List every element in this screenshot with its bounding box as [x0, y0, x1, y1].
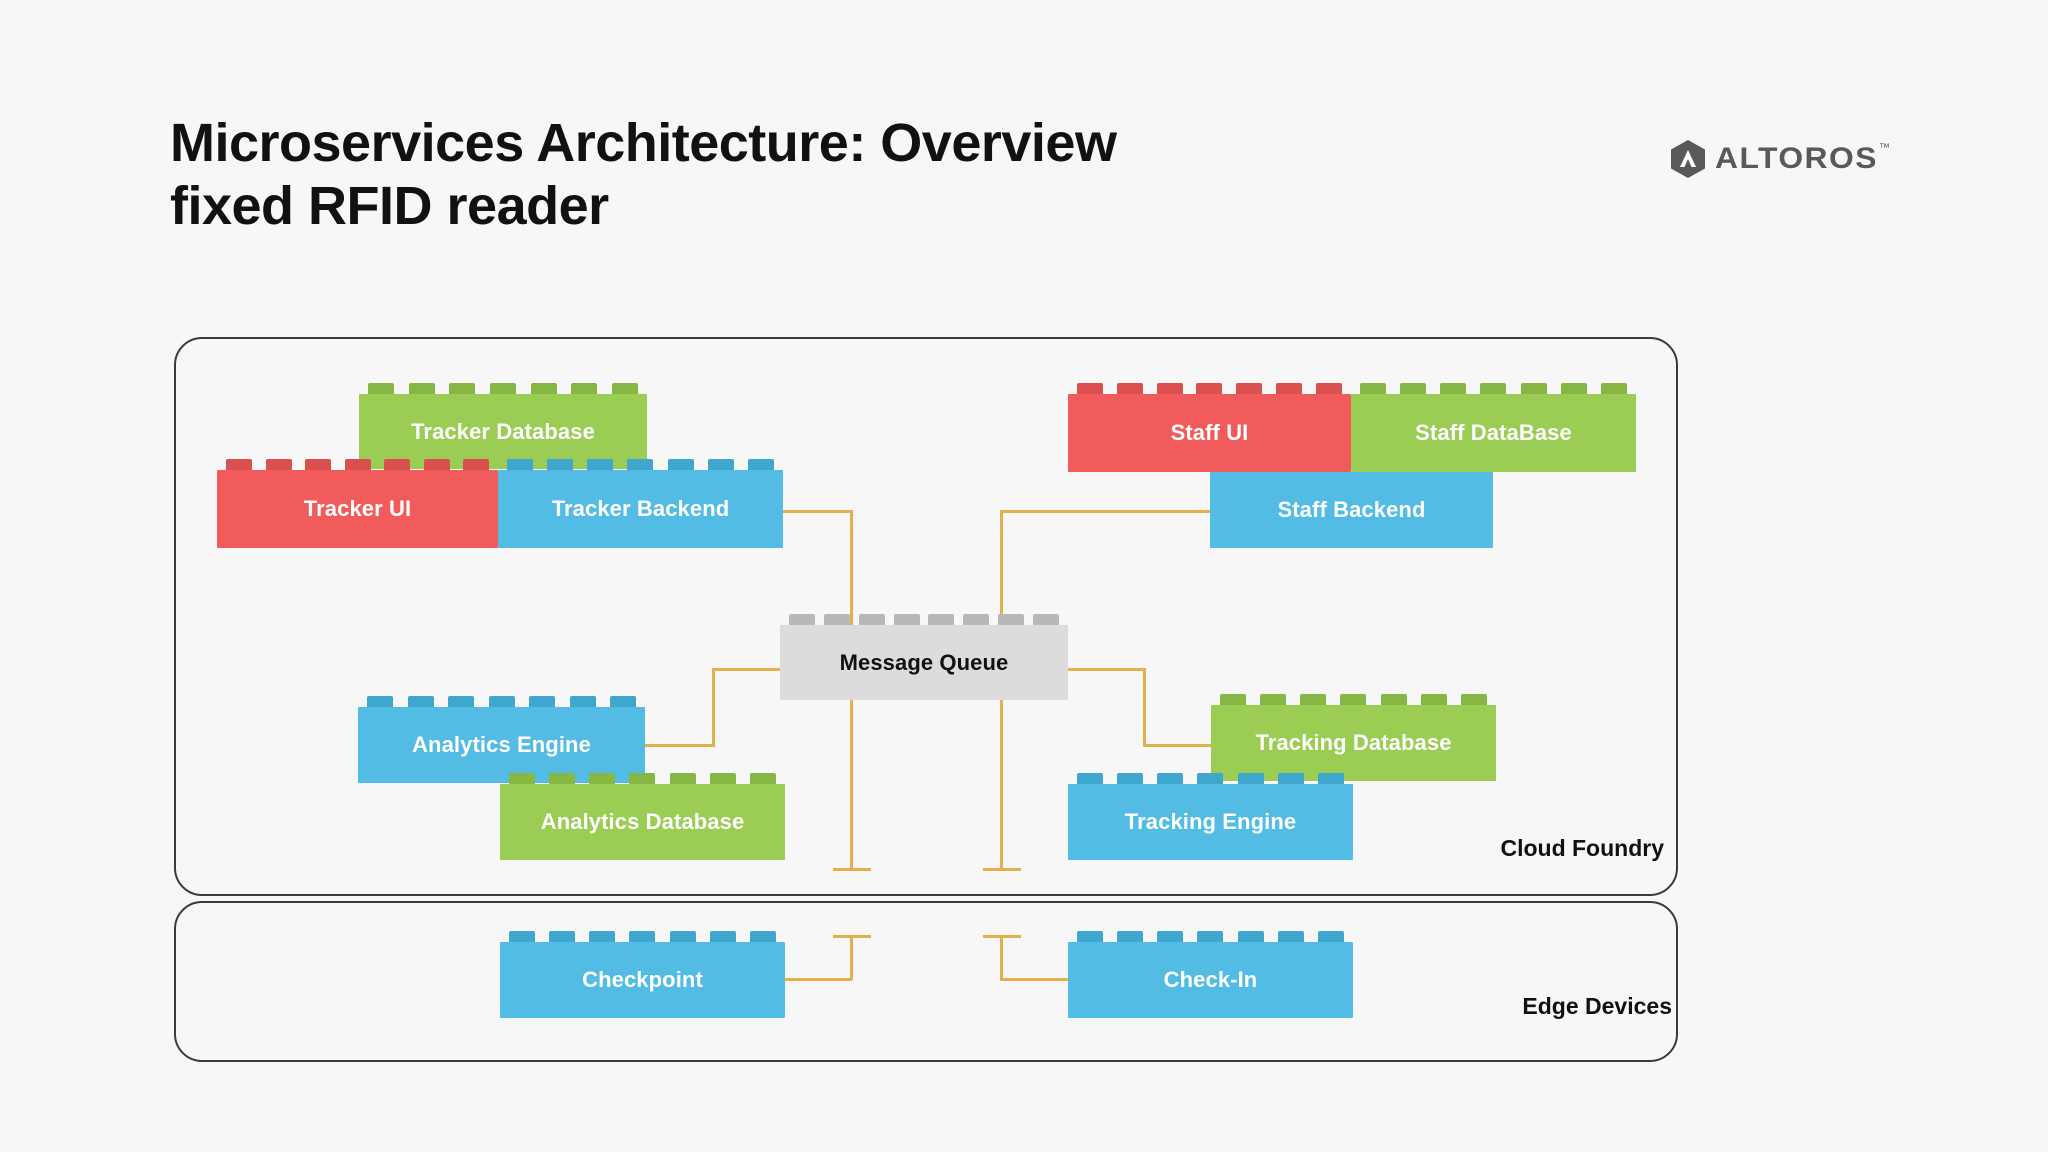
node-tracking-engine[interactable]: Tracking Engine — [1068, 773, 1353, 860]
node-tracker-ui[interactable]: Tracker UI — [217, 459, 498, 548]
zone-edge-devices — [174, 901, 1678, 1062]
wire-checkpoint-link — [784, 978, 852, 981]
wire-mq-to-analytics-drop — [712, 668, 715, 746]
node-label: Analytics Engine — [412, 732, 591, 757]
node-label: Tracker Backend — [551, 496, 730, 521]
title-line-2: fixed RFID reader — [170, 176, 609, 237]
wire-mq-to-tracking-drop — [1143, 668, 1146, 746]
wire-mq-to-tracking-top — [1068, 668, 1146, 671]
node-checkpoint[interactable]: Checkpoint — [500, 931, 785, 1018]
node-label: Tracker UI — [303, 496, 412, 521]
node-analytics-database[interactable]: Analytics Database — [500, 773, 785, 860]
node-label: Tracking Database — [1255, 730, 1452, 755]
node-label: Check-In — [1163, 967, 1258, 992]
wire-checkpoint-tee-lower — [833, 935, 871, 938]
node-label: Checkpoint — [582, 967, 703, 992]
zone-label-edge-devices: Edge Devices — [1522, 993, 1672, 1019]
node-label: Staff DataBase — [1415, 420, 1572, 445]
node-tracking-database[interactable]: Tracking Database — [1211, 694, 1496, 781]
node-check-in[interactable]: Check-In — [1068, 931, 1353, 1018]
node-staff-database[interactable]: Staff DataBase — [1351, 383, 1636, 472]
wire-checkpoint-riser — [850, 935, 853, 980]
wire-checkin-tee-lower — [983, 935, 1021, 938]
wire-checkin-link — [1000, 978, 1068, 981]
wire-mq-to-analytics-bottom — [642, 744, 715, 747]
wire-mq-to-tracking-bottom — [1143, 744, 1211, 747]
node-tracker-backend[interactable]: Tracker Backend — [498, 459, 783, 548]
node-label: Staff UI — [1170, 420, 1249, 445]
altoros-logo: ALTOROS ™ — [1670, 140, 1890, 178]
zone-cloud-foundry — [174, 337, 1678, 896]
node-label: Staff Backend — [1277, 497, 1426, 522]
wire-tracker-backend-to-mq-drop — [850, 510, 853, 663]
node-label: Analytics Database — [540, 809, 745, 834]
title-line-1: Microservices Architecture: Overview — [170, 113, 1117, 173]
wire-mq-to-checkpoint-tee — [833, 868, 871, 871]
node-label: Tracker Database — [411, 418, 595, 444]
wire-checkin-riser — [1000, 935, 1003, 980]
zone-label-cloud-foundry: Cloud Foundry — [1500, 835, 1664, 861]
node-staff-ui[interactable]: Staff UI — [1068, 383, 1351, 472]
node-label: Message Queue — [839, 649, 1009, 675]
wire-tracker-backend-to-mq — [783, 510, 853, 513]
node-label: Tracking Engine — [1124, 809, 1297, 834]
node-analytics-engine[interactable]: Analytics Engine — [358, 696, 645, 783]
wire-mq-to-checkin — [1000, 700, 1003, 870]
page-title: Microservices Architecture: Overview fix… — [170, 112, 1470, 238]
wire-mq-to-checkpoint — [850, 700, 853, 870]
hexagon-logo-icon — [1671, 140, 1706, 178]
wire-mq-to-analytics-top — [712, 668, 780, 671]
node-tracker-database[interactable]: Tracker Database — [359, 383, 647, 469]
wire-mq-to-checkin-tee — [983, 868, 1021, 871]
node-staff-backend[interactable]: Staff Backend — [1210, 472, 1493, 548]
logo-wordmark: ALTOROS — [1715, 142, 1879, 175]
logo-trademark-icon: ™ — [1879, 142, 1890, 154]
wire-staff-backend-to-mq-drop — [1000, 510, 1003, 663]
node-message-queue[interactable]: Message Queue — [780, 614, 1068, 700]
wire-staff-backend-to-mq — [1000, 510, 1210, 513]
